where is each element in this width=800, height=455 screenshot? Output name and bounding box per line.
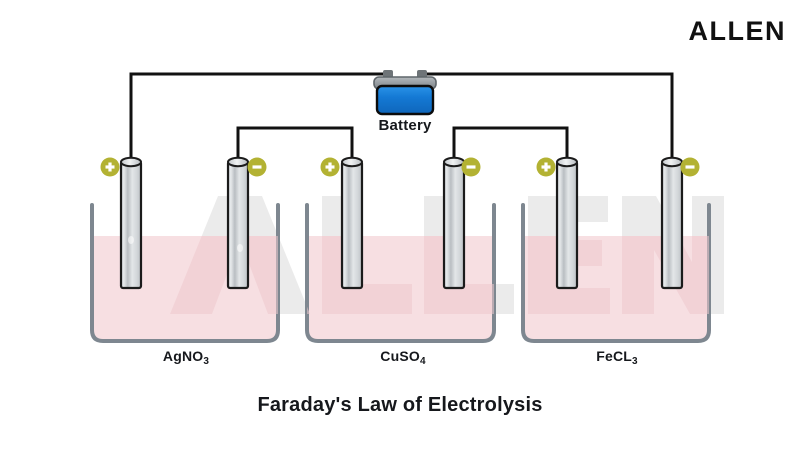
electrode-1-anode [119,152,143,290]
terminal-badge-negative-3 [680,157,700,177]
allen-logo: ALLEN [688,16,786,46]
page-title: Faraday's Law of Electrolysis [257,394,543,416]
terminal-badge-negative-2 [461,157,481,177]
terminal-badge-positive-3 [536,157,556,177]
electrode-3-anode [340,152,364,290]
wire-battery-left [129,72,384,167]
battery [373,70,437,116]
terminal-badge-negative-1 [247,157,267,177]
electrode-4-cathode [442,152,466,290]
terminal-badge-positive-1 [100,157,120,177]
terminal-badge-positive-2 [320,157,340,177]
electrode-2-cathode [226,152,250,290]
electrode-6-cathode [660,152,684,290]
battery-label: Battery [378,117,432,134]
beaker-label-fecl3: FeCL3 [596,348,638,367]
wire-battery-right [426,72,674,167]
beaker-label-cuso4: CuSO4 [380,348,426,367]
electrode-5-anode [555,152,579,290]
terminal-badges [100,157,700,177]
beaker-label-agno3: AgNO3 [162,348,210,367]
electrodes [119,152,684,290]
